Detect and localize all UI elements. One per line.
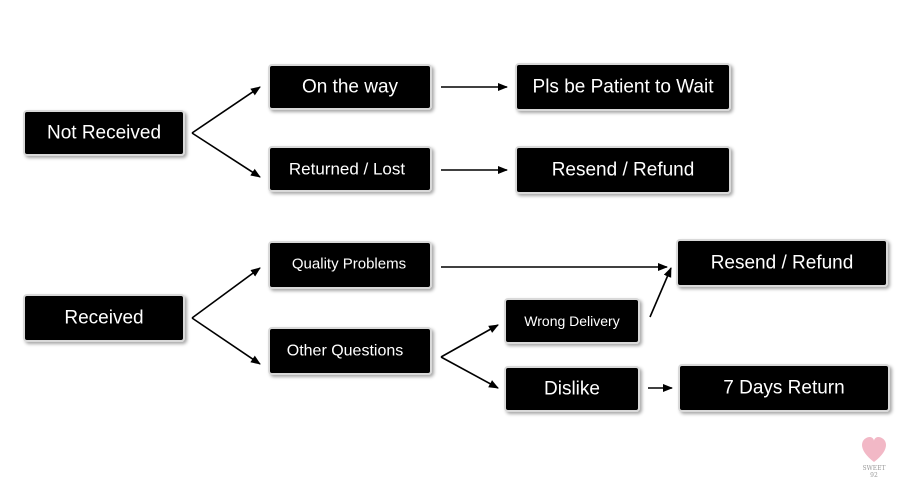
node-label: Pls be Patient to Wait	[533, 77, 715, 98]
watermark-logo: SWEET 92	[862, 437, 886, 479]
node-label: Received	[64, 308, 143, 329]
node-resend-refund-top: Resend / Refund	[515, 146, 731, 194]
node-label: Not Received	[47, 123, 161, 144]
node-pls-be-patient: Pls be Patient to Wait	[515, 63, 731, 111]
node-label: Returned / Lost	[289, 160, 406, 179]
node-label: Dislike	[544, 379, 600, 400]
node-label: Wrong Delivery	[524, 313, 619, 329]
heart-icon	[862, 437, 886, 462]
watermark-text-line2: 92	[870, 472, 878, 479]
node-label: On the way	[302, 77, 399, 98]
arrow-wrong-delivery-to-resend-refund	[649, 267, 672, 318]
node-received: Received	[23, 294, 185, 342]
node-quality-problems: Quality Problems	[268, 241, 432, 289]
node-resend-refund-bottom: Resend / Refund	[676, 239, 888, 287]
node-wrong-delivery: Wrong Delivery	[504, 298, 640, 344]
node-label: Resend / Refund	[552, 160, 695, 181]
arrow-received-to-quality-problems	[191, 267, 261, 319]
node-label: Quality Problems	[292, 256, 406, 273]
arrow-received-to-other-questions	[191, 317, 261, 365]
node-dislike: Dislike	[504, 366, 640, 412]
arrow-not-received-to-returned-lost	[191, 132, 261, 178]
node-seven-days-return: 7 Days Return	[678, 364, 890, 412]
node-not-received: Not Received	[23, 110, 185, 156]
edge-layer	[191, 83, 673, 392]
node-other-questions: Other Questions	[268, 327, 432, 375]
node-label: Other Questions	[287, 343, 404, 360]
node-on-the-way: On the way	[268, 64, 432, 110]
node-returned-lost: Returned / Lost	[268, 146, 432, 192]
node-label: Resend / Refund	[711, 253, 854, 274]
node-label: 7 Days Return	[723, 378, 844, 399]
watermark-text-line1: SWEET	[862, 465, 885, 472]
arrow-other-questions-to-dislike	[440, 356, 499, 389]
arrow-other-questions-to-wrong-delivery	[440, 324, 499, 358]
arrow-not-received-to-on-the-way	[191, 86, 261, 134]
